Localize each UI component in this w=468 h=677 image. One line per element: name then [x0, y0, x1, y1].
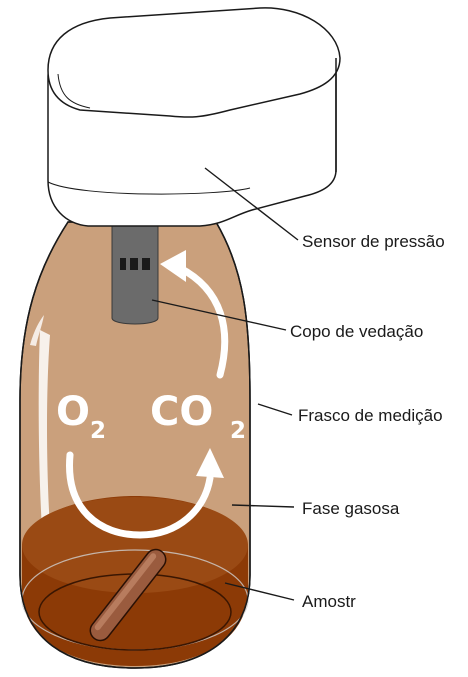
callout-line-flask	[258, 404, 292, 415]
co2-symbol: CO	[150, 389, 213, 435]
label-pressure-sensor: Sensor de pressão	[302, 232, 445, 251]
cup-body	[112, 222, 158, 324]
co2-subscript: 2	[230, 418, 246, 444]
sample-liquid	[22, 496, 248, 666]
label-sealing-cup: Copo de vedação	[290, 322, 423, 341]
cup-band	[120, 258, 150, 270]
label-measuring-flask: Frasco de medição	[298, 406, 443, 425]
label-sample: Amostr	[302, 592, 356, 611]
oxygen-subscript: 2	[90, 418, 106, 444]
oxygen-symbol: O	[56, 389, 90, 435]
pressure-sensor	[48, 8, 340, 226]
sealing-cup	[112, 222, 158, 324]
label-gas-phase: Fase gasosa	[302, 499, 400, 518]
